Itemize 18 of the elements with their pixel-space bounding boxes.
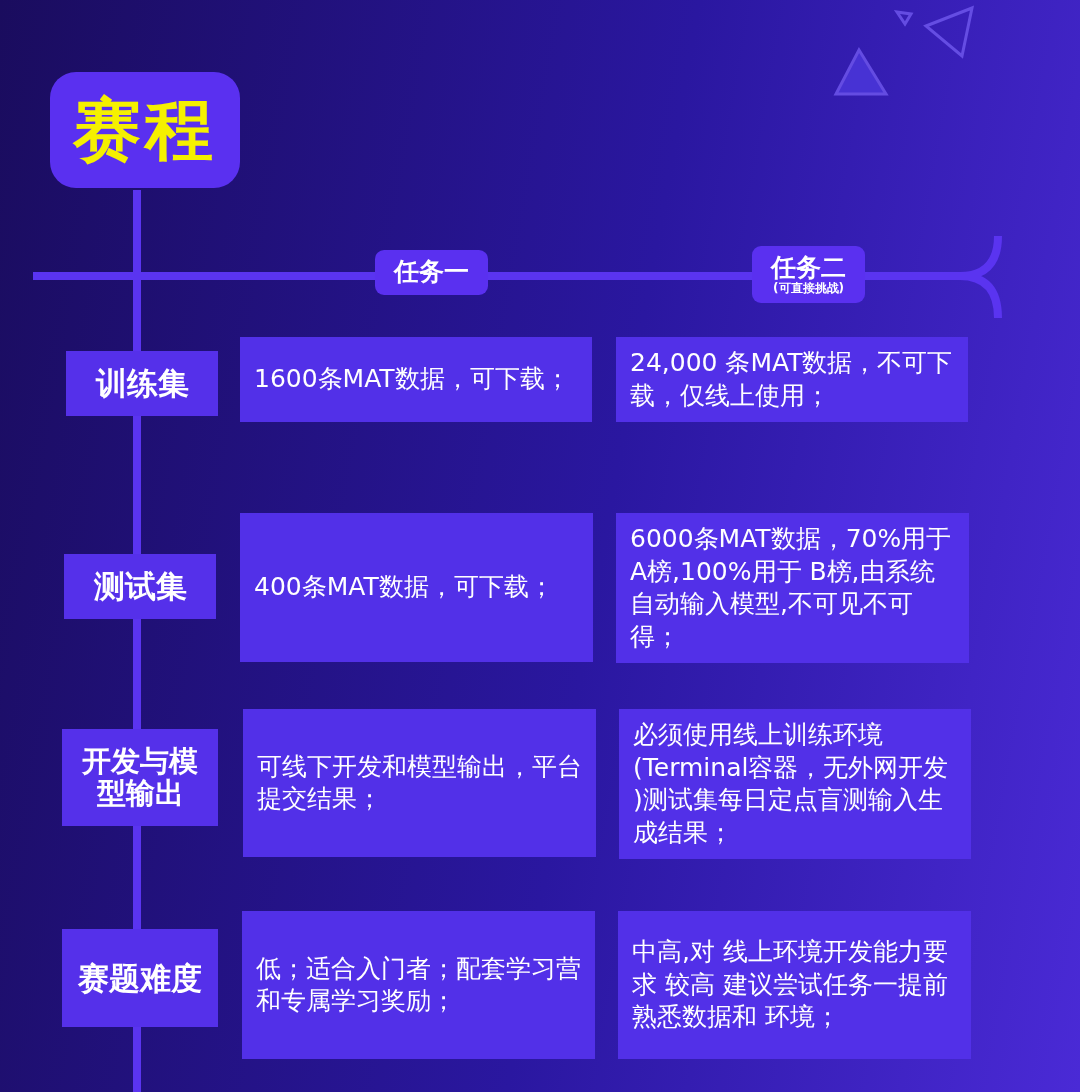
table-cell: 低；适合入门者；配套学习营和专属学习奖励； xyxy=(242,911,595,1059)
header-text: 任务一 xyxy=(394,258,469,287)
row-label: 训练集 xyxy=(66,351,218,416)
table-cell: 6000条MAT数据，70%用于 A榜,100%用于 B榜,由系统自动输入模型,不可见不可得； xyxy=(616,513,969,663)
table-cell: 可线下开发和模型输出，平台提交结果； xyxy=(243,709,596,857)
table-cell: 400条MAT数据，可下载； xyxy=(240,513,593,662)
row-label: 开发与模型输出 xyxy=(62,729,218,826)
column-header xyxy=(375,250,488,295)
header-note: (可直接挑战) xyxy=(773,282,844,296)
column-header xyxy=(752,246,865,303)
row-label: 赛题难度 xyxy=(62,929,218,1027)
table-cell: 24,000 条MAT数据，不可下载，仅线上使用； xyxy=(616,337,968,422)
title-box: 赛程 xyxy=(50,72,240,188)
table-cell: 必须使用线上训练环境(Terminal容器，无外网开发 )测试集每日定点盲测输入生成结果； xyxy=(619,709,971,859)
table-cell: 中高,对 线上环境开发能力要求 较高 建议尝试任务一提前熟悉数据和 环境； xyxy=(618,911,971,1059)
table-cell: 1600条MAT数据，可下载； xyxy=(240,337,592,422)
header-text: 任务二 xyxy=(771,253,846,282)
row-label: 测试集 xyxy=(64,554,216,619)
